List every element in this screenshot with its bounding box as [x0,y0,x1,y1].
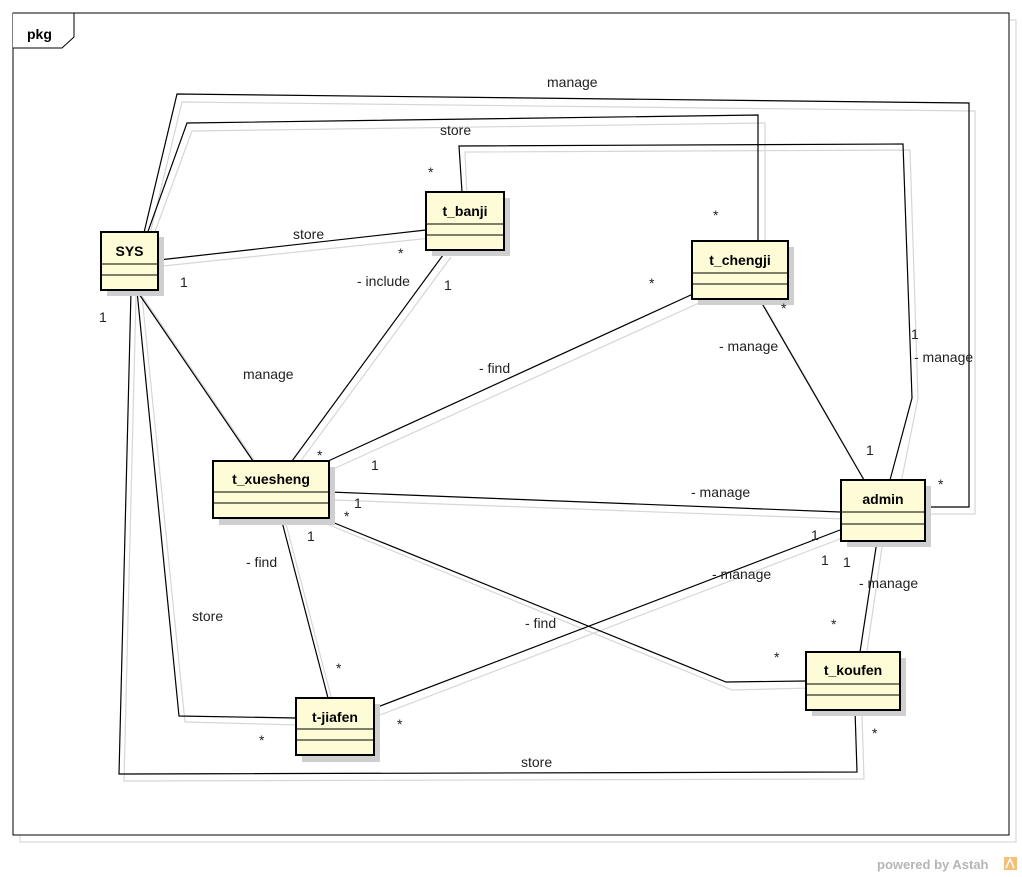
assoc-admin-koufen-manage [859,540,878,653]
astah-logo-icon [1004,857,1017,870]
class-t-banji-name: t_banji [442,203,487,219]
mult-xuesheng-admin: 1 [354,495,362,511]
mult-sys-left: 1 [99,309,107,325]
class-t-koufen-name: t_koufen [824,662,882,678]
label-find-xuesheng-chengji: - find [479,360,510,376]
assoc-sys-koufen-store [118,290,858,775]
class-admin[interactable]: admin [840,479,931,547]
mult-koufen-admin: * [831,616,837,632]
mult-koufen-xuesheng: * [774,649,780,665]
assoc-banji-admin-manage [458,143,913,481]
mult-banji-admin-banji: * [428,164,434,180]
assoc-admin-jiafen-manage [374,529,841,709]
mult-sys-chengji-chengji: * [713,207,719,223]
assoc-xuesheng-jiafen-find [280,517,329,699]
label-store-sys-banji: store [293,226,324,242]
label-include: - include [357,273,410,289]
mult-chengji-admin-admin: 1 [866,442,874,458]
class-admin-name: admin [862,491,903,507]
mult-jiafen-sys: * [259,732,265,748]
class-t-jiafen-name: t-jiafen [312,709,358,725]
mult-chengji-admin-chengji: * [781,300,787,316]
mult-xuesheng-chengji: 1 [371,457,379,473]
assoc-xuesheng-chengji-find [325,293,694,463]
assoc-sys-admin-manage [136,93,970,508]
mult-xuesheng-jiafen: 1 [307,528,315,544]
mult-sys-banji-banji: * [398,245,404,261]
label-find-xuesheng-koufen: - find [525,615,556,631]
class-t-xuesheng-name: t_xuesheng [232,471,310,487]
assoc-banji-xuesheng-include [291,250,447,462]
label-manage-xuesheng-admin: - manage [691,484,750,500]
assoc-xuesheng-admin-manage [329,491,841,513]
class-t-jiafen[interactable]: t-jiafen [295,697,380,762]
label-manage-chengji-admin: - manage [719,338,778,354]
label-store-top: store [440,122,471,138]
assoc-chengji-admin-manage [759,299,865,481]
label-store-sys-jiafen: store [192,608,223,624]
mult-koufen-sys: * [872,725,878,741]
class-t-koufen[interactable]: t_koufen [805,651,906,716]
label-manage-admin-jiafen: - manage [712,566,771,582]
label-find-xuesheng-jiafen: - find [246,554,277,570]
class-sys-name: SYS [115,243,143,259]
mult-banji-admin-admin: 1 [911,326,919,342]
package-label: pkg [27,26,52,42]
assoc-xuesheng-koufen-find [321,517,807,683]
label-manage-top: manage [547,74,598,90]
associations [118,93,970,775]
label-store-bottom: store [521,754,552,770]
mult-sys-banji-sys: 1 [180,274,188,290]
assoc-sys-xuesheng-manage [136,290,254,462]
mult-admin-xuesheng: 1 [811,527,819,543]
class-t-banji[interactable]: t_banji [425,191,510,256]
label-manage-sys-xuesheng: manage [243,366,294,382]
class-t-chengji[interactable]: t_chengji [691,240,794,305]
class-t-chengji-name: t_chengji [709,252,770,268]
class-t-xuesheng[interactable]: t_xuesheng [212,460,335,525]
mult-jiafen-xuesheng: * [336,660,342,676]
mult-admin-jiafen: 1 [821,552,829,568]
mult-xuesheng-chengji-chengji: * [649,275,655,291]
mult-sys-admin-admin: * [938,476,944,492]
label-manage-admin-koufen: - manage [859,575,918,591]
assoc-sys-banji-store [158,229,427,261]
mult-jiafen-admin: * [397,716,403,732]
watermark-text: powered by Astah [877,857,989,872]
mult-xuesheng-banji: * [317,447,323,463]
label-manage-right: - manage [914,349,973,365]
class-sys[interactable]: SYS [100,231,164,296]
mult-xuesheng-koufen: * [344,508,350,524]
assoc-sys-chengji-store [136,114,759,263]
mult-banji-xuesheng-banji: 1 [444,277,452,293]
package-tab [13,12,75,49]
mult-admin-koufen: 1 [843,554,851,570]
assoc-sys-jiafen-store [136,290,297,719]
association-shadows [123,101,976,782]
